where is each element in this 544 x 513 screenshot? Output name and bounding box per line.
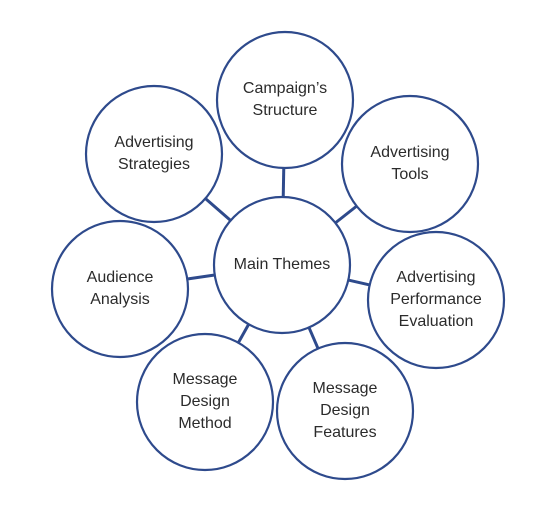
node-advertising-strategies-label: Strategies bbox=[118, 156, 190, 173]
node-message-design-method-label: Message bbox=[173, 371, 238, 388]
node-advertising-strategies-circle bbox=[84, 84, 224, 224]
node-message-design-method-label: Method bbox=[178, 415, 231, 432]
node-message-design-features-label: Design bbox=[320, 402, 370, 419]
node-audience-analysis-label: Analysis bbox=[90, 291, 150, 308]
node-advertising-tools-label: Advertising bbox=[370, 144, 449, 161]
connector-advertising-performance-evaluation bbox=[347, 278, 371, 287]
node-main-themes-circle bbox=[212, 195, 352, 335]
node-main-themes-label: Main Themes bbox=[234, 256, 331, 273]
node-message-design-method-circle bbox=[135, 332, 275, 472]
node-advertising-performance-evaluation-label: Advertising bbox=[396, 269, 475, 286]
node-campaigns-structure-label: Structure bbox=[253, 102, 318, 119]
node-message-design-features-label: Message bbox=[313, 380, 378, 397]
node-advertising-tools-circle bbox=[340, 94, 480, 234]
connector-advertising-tools bbox=[334, 204, 358, 225]
connector-message-design-method bbox=[237, 323, 250, 344]
node-campaigns-structure-circle bbox=[215, 30, 355, 170]
connector-audience-analysis bbox=[187, 273, 215, 281]
node-main-themes: Main Themes bbox=[212, 195, 352, 335]
node-message-design-method-label: Design bbox=[180, 393, 230, 410]
node-audience-analysis-label: Audience bbox=[87, 269, 154, 286]
node-message-design-features-circle bbox=[275, 341, 415, 481]
connector-message-design-features bbox=[307, 326, 320, 350]
node-advertising-performance-evaluation-circle bbox=[366, 230, 506, 370]
node-campaigns-structure-label: Campaign’s bbox=[243, 80, 327, 97]
nodes: Main ThemesCampaign’sStructureAdvertisin… bbox=[50, 30, 506, 481]
node-advertising-performance-evaluation-label: Performance bbox=[390, 291, 482, 308]
connector-campaigns-structure bbox=[281, 167, 286, 198]
node-advertising-tools-label: Tools bbox=[391, 166, 428, 183]
node-message-design-features-label: Features bbox=[313, 424, 376, 441]
node-advertising-performance-evaluation-label: Evaluation bbox=[399, 313, 474, 330]
connectors bbox=[187, 167, 371, 350]
node-advertising-strategies-label: Advertising bbox=[114, 134, 193, 151]
node-audience-analysis-circle bbox=[50, 219, 190, 359]
connector-advertising-strategies bbox=[204, 197, 232, 222]
